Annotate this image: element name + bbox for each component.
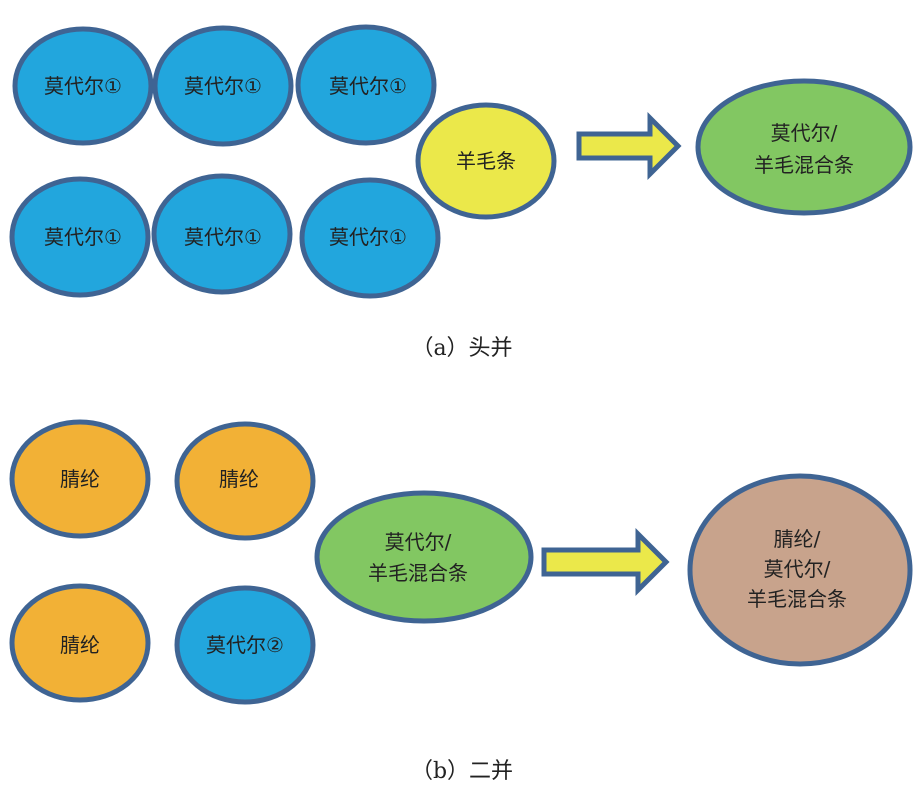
blend-sliver-node: 莫代尔/ 羊毛混合条 [314, 490, 534, 624]
panel-a: 莫代尔① 莫代尔① 莫代尔① 莫代尔① 莫代尔① 莫代尔① 羊毛条 [9, 24, 913, 361]
node-label: 莫代尔① [329, 225, 407, 249]
modal-sliver-node: 莫代尔① [151, 173, 293, 295]
modal-sliver-node: 莫代尔① [152, 25, 294, 147]
node-label: 莫代尔① [329, 74, 407, 98]
node-label-line-1: 莫代尔/ [771, 121, 838, 145]
node-label: 羊毛条 [456, 149, 516, 173]
wool-sliver-node: 羊毛条 [415, 102, 557, 220]
modal-sliver-node: 莫代尔① [9, 176, 151, 298]
node-label-line-2: 羊毛混合条 [754, 153, 854, 177]
caption-b: （b）二并 [411, 759, 513, 784]
node-label-line-1: 莫代尔/ [385, 530, 452, 554]
modal-sliver-node: 莫代尔② [174, 585, 316, 705]
node-label-line-2: 羊毛混合条 [368, 561, 468, 585]
panel-b: 腈纶 腈纶 腈纶 莫代尔② 莫代尔/ 羊毛混合条 腈纶/ 莫代尔/ 羊毛混合条 … [9, 419, 913, 784]
modal-sliver-node: 莫代尔① [295, 24, 437, 146]
arrow-right-icon [541, 527, 670, 597]
acrylic-sliver-node: 腈纶 [9, 583, 151, 703]
node-label: 腈纶 [60, 467, 100, 491]
acrylic-sliver-node: 腈纶 [174, 421, 316, 541]
modal-sliver-node: 莫代尔① [12, 26, 154, 146]
node-label: 莫代尔① [44, 74, 122, 98]
blend-sliver-result-node: 莫代尔/ 羊毛混合条 [695, 78, 913, 216]
node-label: 莫代尔① [44, 225, 122, 249]
modal-sliver-node: 莫代尔① [299, 177, 441, 299]
node-label-line-2: 莫代尔/ [764, 557, 831, 581]
node-label: 莫代尔① [184, 74, 262, 98]
acrylic-sliver-node: 腈纶 [9, 419, 151, 539]
node-label: 莫代尔① [184, 225, 262, 249]
caption-a: （a）头并 [411, 336, 512, 361]
node-label-line-1: 腈纶/ [774, 527, 821, 551]
node-label-line-3: 羊毛混合条 [747, 587, 847, 611]
final-blend-sliver-node: 腈纶/ 莫代尔/ 羊毛混合条 [687, 473, 913, 667]
node-label: 莫代尔② [206, 633, 284, 657]
node-label: 腈纶 [219, 467, 259, 491]
node-label: 腈纶 [60, 633, 100, 657]
arrow-right-icon [576, 111, 682, 181]
